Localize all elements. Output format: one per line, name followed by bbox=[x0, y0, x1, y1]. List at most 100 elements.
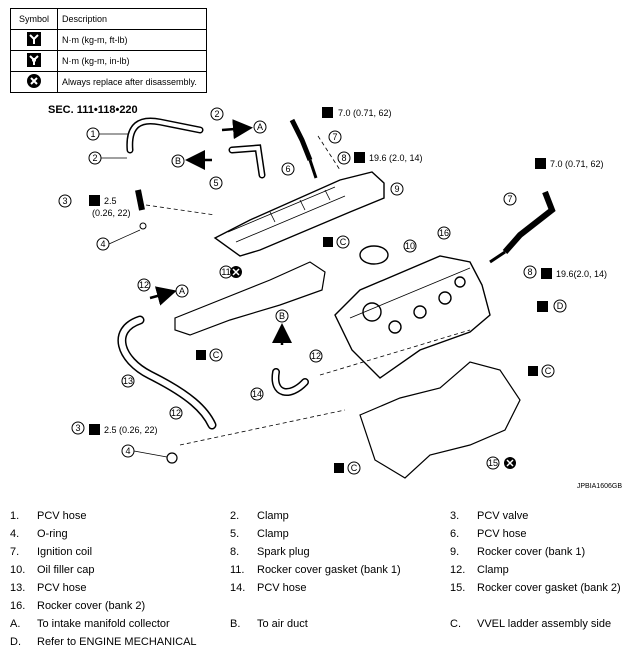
legend-header-row: Symbol Description bbox=[10, 8, 207, 30]
torque-wrench-icon bbox=[27, 32, 41, 46]
letter-a-top: A bbox=[253, 120, 267, 134]
ignition-coil-top bbox=[289, 118, 313, 161]
svg-text:10: 10 bbox=[405, 241, 415, 251]
svg-text:C: C bbox=[545, 366, 552, 376]
rocker-cover-gasket-bank2 bbox=[359, 361, 521, 479]
callout-12: 12 bbox=[309, 349, 323, 363]
torque-label: 7.0 (0.71, 62) bbox=[322, 107, 392, 118]
svg-text:7: 7 bbox=[332, 132, 337, 142]
svg-text:5: 5 bbox=[213, 178, 218, 188]
letter-c-bottom: C bbox=[334, 461, 361, 475]
callout-14: 14 bbox=[250, 387, 264, 401]
svg-text:13: 13 bbox=[123, 376, 133, 386]
callout-10: 10 bbox=[403, 239, 417, 253]
svg-text:(0.26, 22): (0.26, 22) bbox=[92, 208, 131, 218]
always-replace-icon bbox=[504, 457, 516, 469]
arrow-a-mid bbox=[149, 286, 177, 306]
svg-text:2.5 (0.26, 22): 2.5 (0.26, 22) bbox=[104, 425, 158, 435]
ignition-coil bbox=[502, 190, 556, 254]
spark-plug bbox=[489, 250, 506, 264]
svg-text:7: 7 bbox=[507, 194, 512, 204]
svg-text:12: 12 bbox=[171, 408, 181, 418]
callout-9: 9 bbox=[390, 182, 404, 196]
callout-4: 4 bbox=[121, 444, 168, 458]
callout-3: 3 bbox=[58, 194, 72, 208]
svg-text:15: 15 bbox=[488, 458, 498, 468]
svg-text:19.6(2.0, 14): 19.6(2.0, 14) bbox=[556, 269, 607, 279]
torque-label: 7.0 (0.71, 62) bbox=[535, 158, 604, 169]
callout-8: 8 bbox=[523, 265, 537, 279]
svg-text:1: 1 bbox=[90, 129, 95, 139]
o-ring-lower bbox=[166, 452, 178, 464]
svg-text:6: 6 bbox=[285, 164, 290, 174]
callout-7: 7 bbox=[503, 192, 517, 206]
callout-12: 12 bbox=[137, 278, 151, 292]
callout-3: 3 bbox=[71, 421, 85, 435]
callout-15: 15 bbox=[486, 456, 500, 470]
legend-description: Always replace after disassembly. bbox=[57, 71, 207, 93]
o-ring bbox=[139, 222, 147, 230]
svg-text:8: 8 bbox=[527, 267, 532, 277]
callout-11: 11 bbox=[219, 265, 233, 279]
letter-a-mid: A bbox=[175, 284, 189, 298]
pcv-valve bbox=[135, 189, 145, 211]
svg-text:19.6 (2.0, 14): 19.6 (2.0, 14) bbox=[369, 153, 423, 163]
svg-text:B: B bbox=[175, 156, 181, 166]
callout-4: 4 bbox=[96, 229, 141, 251]
parts-list: 1.PCV hose 2.Clamp 3.PCV valve 4.O-ring … bbox=[10, 510, 621, 648]
svg-text:7.0 (0.71, 62): 7.0 (0.71, 62) bbox=[338, 108, 392, 118]
callout-8: 8 bbox=[337, 151, 351, 165]
svg-text:16: 16 bbox=[439, 228, 449, 238]
svg-text:C: C bbox=[340, 237, 347, 247]
arrow-a-top bbox=[221, 119, 253, 140]
always-replace-icon bbox=[230, 266, 242, 278]
callout-13: 13 bbox=[121, 374, 135, 388]
svg-text:B: B bbox=[279, 311, 285, 321]
exploded-parts-diagram: SEC. 111•118•220 bbox=[48, 104, 622, 490]
svg-text:9: 9 bbox=[394, 184, 399, 194]
letter-b-top: B bbox=[171, 154, 185, 168]
svg-text:8: 8 bbox=[341, 153, 346, 163]
rocker-cover-bank2 bbox=[334, 255, 491, 379]
callout-2: 2 bbox=[210, 107, 224, 121]
torque-label: 2.5 (0.26, 22) bbox=[89, 195, 131, 218]
oil-filler-cap bbox=[359, 245, 389, 265]
pcv-hose-1 bbox=[126, 117, 204, 154]
callout-5: 5 bbox=[209, 176, 223, 190]
callout-2: 2 bbox=[88, 151, 127, 165]
svg-text:D: D bbox=[557, 301, 564, 311]
svg-text:4: 4 bbox=[125, 446, 130, 456]
letter-c-left: C bbox=[196, 348, 223, 362]
svg-text:2.5: 2.5 bbox=[104, 196, 117, 206]
rocker-cover-bank1 bbox=[213, 171, 385, 257]
svg-text:3: 3 bbox=[62, 196, 67, 206]
torque-label: 2.5 (0.26, 22) bbox=[89, 424, 158, 435]
svg-text:A: A bbox=[257, 122, 263, 132]
svg-text:3: 3 bbox=[75, 423, 80, 433]
svg-text:2: 2 bbox=[92, 153, 97, 163]
always-replace-icon bbox=[27, 74, 41, 88]
letter-c-right: C bbox=[528, 364, 555, 378]
letter-c-top: C bbox=[323, 235, 350, 249]
torque-label: 19.6 (2.0, 14) bbox=[354, 152, 423, 163]
rocker-cover-gasket-bank1 bbox=[174, 261, 326, 336]
spark-plug-top bbox=[308, 159, 318, 179]
torque-wrench-inlb-icon bbox=[27, 53, 41, 67]
svg-text:A: A bbox=[179, 286, 185, 296]
svg-text:12: 12 bbox=[311, 351, 321, 361]
svg-text:12: 12 bbox=[139, 280, 149, 290]
callout-1: 1 bbox=[86, 127, 128, 141]
svg-text:2: 2 bbox=[214, 109, 219, 119]
callout-7: 7 bbox=[328, 130, 342, 144]
svg-text:7.0 (0.71, 62): 7.0 (0.71, 62) bbox=[550, 159, 604, 169]
svg-text:11: 11 bbox=[221, 267, 230, 277]
svg-text:14: 14 bbox=[252, 389, 262, 399]
callout-12: 12 bbox=[169, 406, 183, 420]
symbol-legend-table: Symbol Description N·m (kg-m, ft-lb) N·m… bbox=[10, 8, 207, 93]
callout-16: 16 bbox=[437, 226, 451, 240]
callouts: 1 2 2 3 4 5 6 7 7 8 8 9 10 11 12 12 12 1… bbox=[58, 107, 537, 470]
torque-label: 19.6(2.0, 14) bbox=[541, 268, 607, 279]
image-code: JPBIA1606GB bbox=[577, 483, 622, 490]
legend-row: Always replace after disassembly. bbox=[10, 71, 207, 93]
legend-row: N·m (kg-m, ft-lb) bbox=[10, 29, 207, 51]
